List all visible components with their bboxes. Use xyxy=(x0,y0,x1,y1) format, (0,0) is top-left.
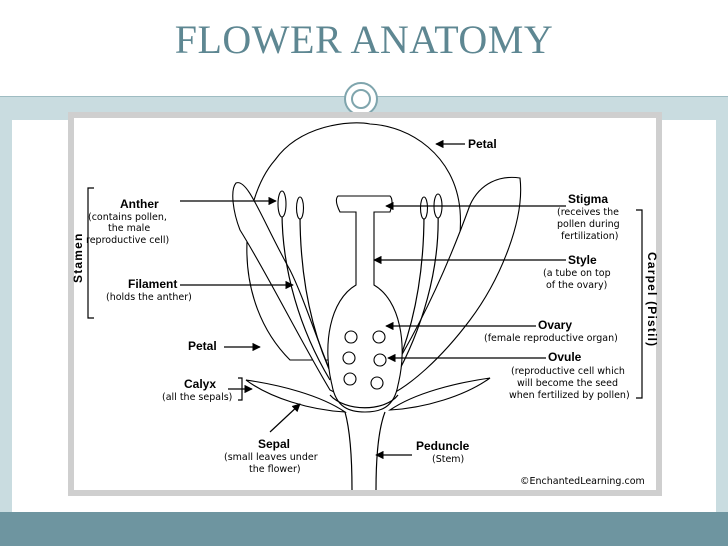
label-stigma: Stigma xyxy=(568,192,608,206)
ovule-6 xyxy=(370,376,384,390)
ovule-5 xyxy=(343,372,357,386)
credit-text: ©EnchantedLearning.com xyxy=(520,476,645,487)
ovule-1 xyxy=(344,330,358,344)
label-anther-desc-3: reproductive cell) xyxy=(86,235,169,246)
label-anther: Anther xyxy=(120,197,159,211)
arrow-sepal xyxy=(269,403,301,433)
label-sepal-desc-1: (small leaves under xyxy=(224,452,318,463)
label-anther-desc-1: (contains pollen, xyxy=(88,212,167,223)
label-style-desc-2: of the ovary) xyxy=(546,280,607,291)
label-stamen: Stamen xyxy=(71,232,85,283)
label-style: Style xyxy=(568,253,597,267)
label-style-desc-1: (a tube on top xyxy=(543,268,611,279)
ovule-4 xyxy=(373,353,387,367)
carpel-bracket xyxy=(636,209,643,399)
ovule-2 xyxy=(372,330,386,344)
label-calyx-desc: (all the sepals) xyxy=(162,392,232,403)
receptacle xyxy=(329,394,399,409)
label-sepal: Sepal xyxy=(258,437,290,451)
stem-right xyxy=(375,411,386,491)
label-ovule-desc-3: when fertilized by pollen) xyxy=(509,390,630,401)
label-stigma-desc-2: pollen during xyxy=(557,219,620,230)
anther-1 xyxy=(277,190,287,218)
label-anther-desc-2: the male xyxy=(108,223,150,234)
label-stigma-desc-1: (receives the xyxy=(557,207,619,218)
left-band xyxy=(0,120,12,512)
sepal-right xyxy=(388,377,491,411)
label-calyx: Calyx xyxy=(184,377,216,391)
stem xyxy=(344,411,353,491)
footer-band xyxy=(0,512,728,546)
label-ovule-desc-1: (reproductive cell which xyxy=(511,366,625,377)
calyx-bracket xyxy=(238,377,243,401)
label-petal-top: Petal xyxy=(468,137,497,151)
ovule-3 xyxy=(342,351,356,365)
label-petal-left: Petal xyxy=(188,339,217,353)
anther-2 xyxy=(295,196,305,220)
label-filament: Filament xyxy=(128,277,177,291)
filament-2 xyxy=(299,213,336,383)
right-band xyxy=(716,120,728,512)
label-ovary: Ovary xyxy=(538,318,572,332)
label-peduncle: Peduncle xyxy=(416,439,470,453)
petal-right xyxy=(379,176,522,396)
label-ovule-desc-2: will become the seed xyxy=(517,378,618,389)
anther-3 xyxy=(419,196,429,220)
label-filament-desc: (holds the anther) xyxy=(106,292,192,303)
stamen-bracket xyxy=(87,187,94,319)
filament-1 xyxy=(281,211,331,381)
label-sepal-desc-2: the flower) xyxy=(249,464,301,475)
label-peduncle-desc: (Stem) xyxy=(432,454,464,465)
label-ovary-desc: (female reproductive organ) xyxy=(484,333,618,344)
label-stigma-desc-3: fertilization) xyxy=(561,231,618,242)
label-ovule: Ovule xyxy=(548,350,582,364)
label-carpel: Carpel (Pistil) xyxy=(645,252,659,347)
slide-title: FLOWER ANATOMY xyxy=(174,17,554,62)
filament-4 xyxy=(393,211,439,381)
